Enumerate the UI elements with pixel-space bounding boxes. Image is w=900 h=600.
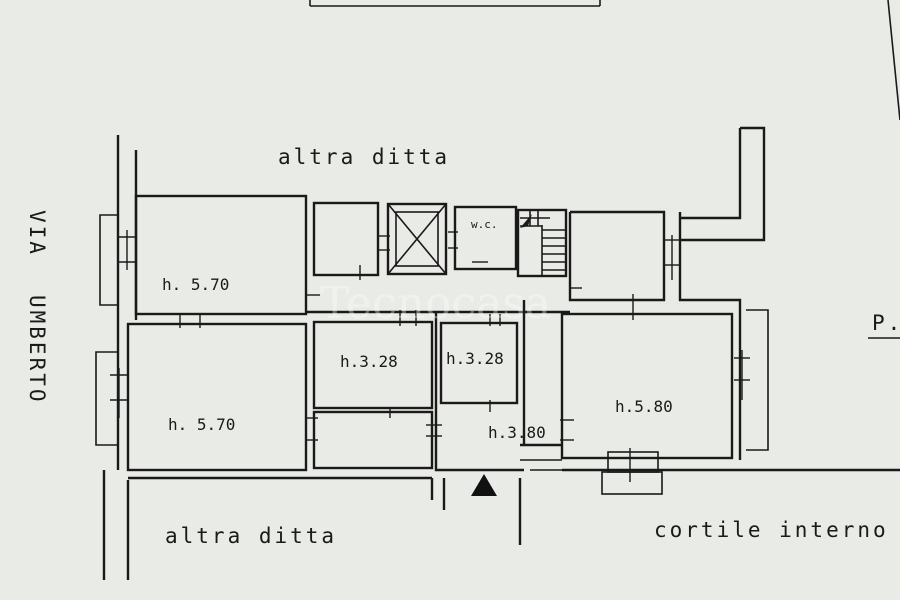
right-extension [678,126,769,460]
room-top-right [568,210,680,320]
room-height-label: h.3.80 [488,423,546,442]
entrance-arrow-icon [471,474,497,496]
room-height-label: h. 5.70 [168,415,235,434]
room-small-lower [312,410,442,470]
street-name-label: UMBERTO [25,295,49,405]
watermark-logo: Tecnocasa [320,278,551,329]
room-middle-b [439,314,519,412]
room-height-label: h. 5.70 [162,275,229,294]
room-height-label: h.5.80 [615,397,673,416]
street-via-label: VIA [25,210,49,257]
room-right [560,312,734,495]
courtyard-label: cortile interno [654,518,889,542]
staircase [516,208,568,278]
bottom-neighbor-label: altra ditta [165,524,337,548]
wc-label: w.c. [471,218,498,231]
room-wc [448,205,518,271]
left-outer-walls [95,135,138,580]
room-bottom-left [110,314,318,472]
frame-edge [887,0,900,121]
room-height-label: h.3.28 [446,349,504,368]
top-neighbor-label: altra ditta [278,145,450,169]
floor-marker-label: P. [872,311,900,335]
room-height-label: h.3.28 [340,352,398,371]
lower-outer-walls [128,468,900,545]
void-crossed [386,202,448,276]
corridor [306,300,570,472]
room-top-left [118,194,308,316]
room-middle-a [312,310,434,418]
